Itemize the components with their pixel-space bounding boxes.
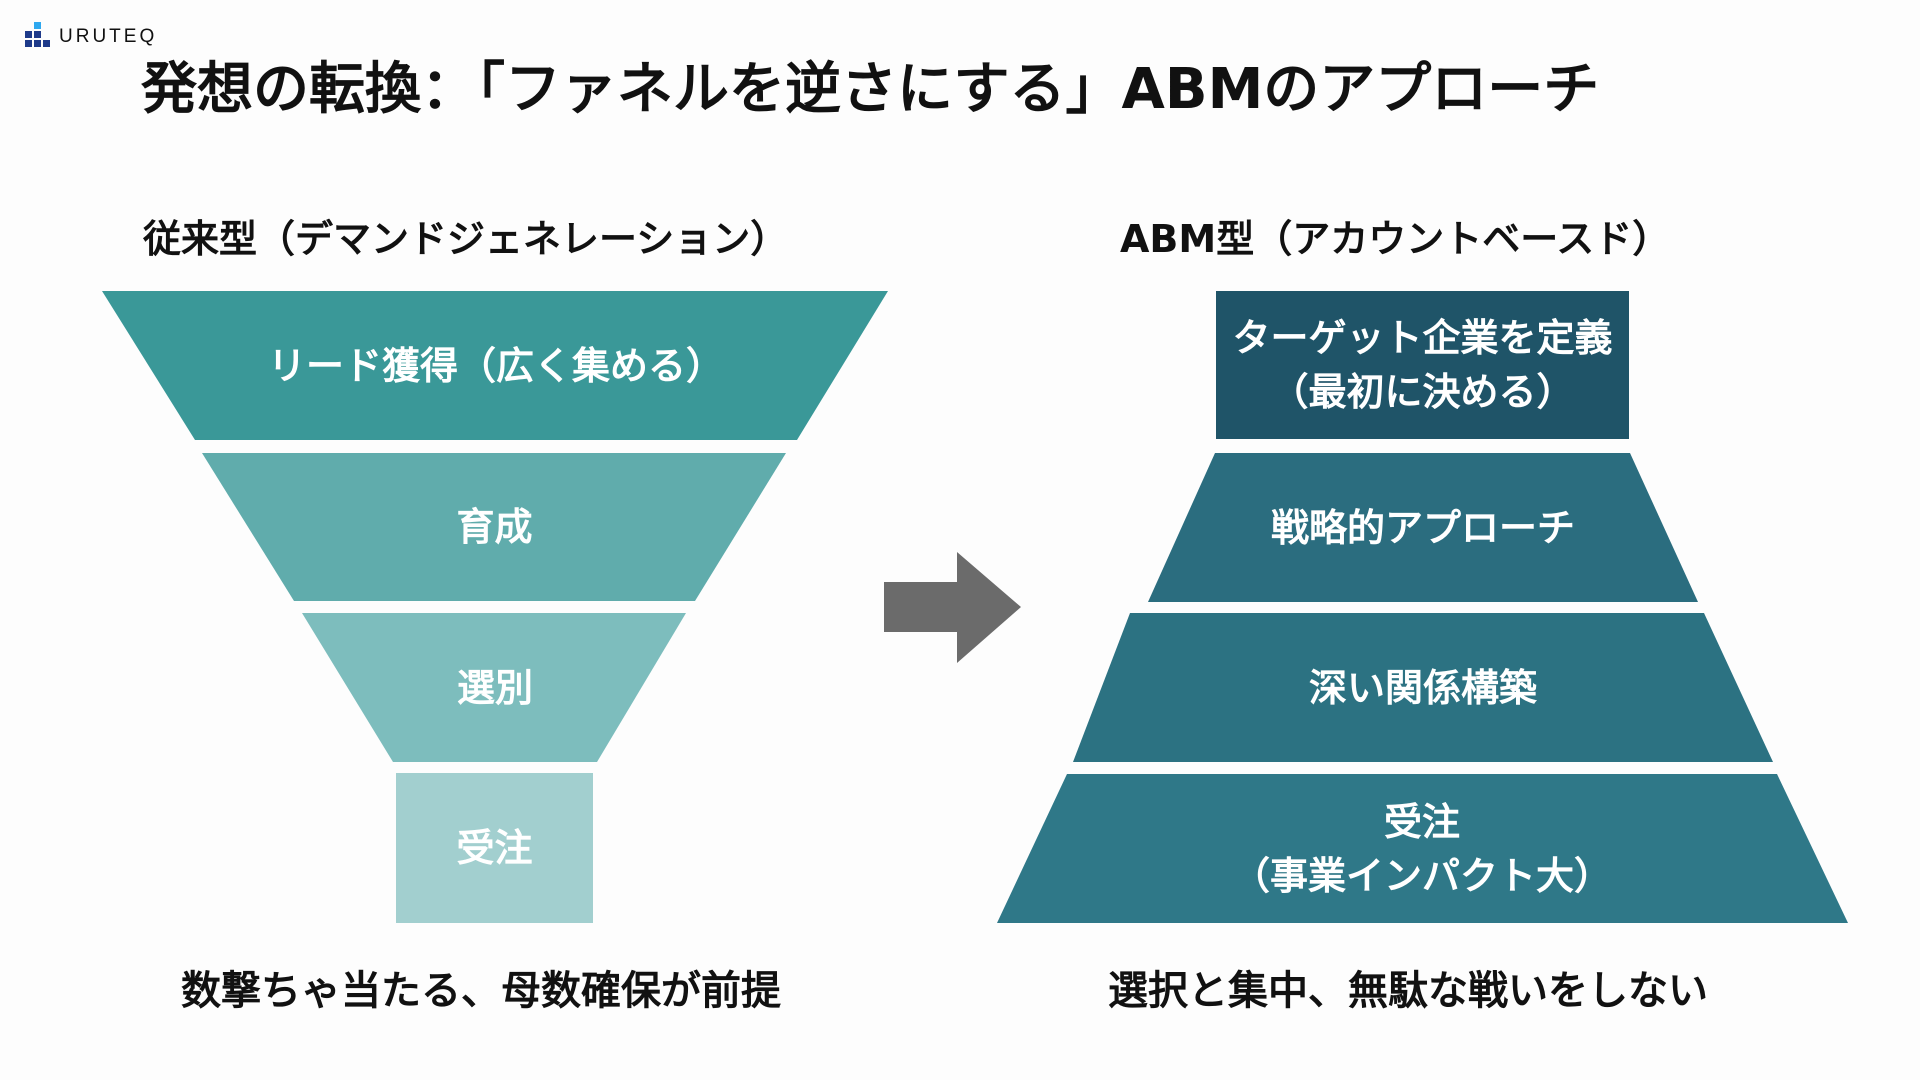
right-arrow-icon <box>884 552 1021 663</box>
stage-text: 育成 <box>456 505 533 549</box>
stage-subtext: （事業インパクト大） <box>1231 853 1612 898</box>
right-heading: ABM型（アカウントベースド） <box>1120 217 1671 261</box>
stage-text: ターゲット企業を定義 <box>1232 316 1613 360</box>
stage-subtext: （最初に決める） <box>1270 370 1575 414</box>
pyramid-label-order: 受注 （事業インパクト大） <box>1067 774 1777 923</box>
left-caption: 数撃ちゃ当たる、母数確保が前提 <box>181 968 781 1014</box>
pyramid-stage-strategic-approach <box>1148 453 1698 602</box>
brand-logo: URUTEQ <box>25 21 157 47</box>
stage-text: 受注 <box>456 826 533 870</box>
funnel-label-lead-acquisition: リード獲得（広く集める） <box>195 291 797 440</box>
pyramid-stage-relationship <box>1073 613 1773 762</box>
funnel-stage-lead-acquisition <box>102 291 888 440</box>
funnel-label-order: 受注 <box>396 773 593 923</box>
funnel-stage-nurturing <box>202 453 786 601</box>
stage-text: 選別 <box>456 665 533 710</box>
pyramid-stage-order <box>997 774 1848 923</box>
bar-blocks-logo-icon <box>25 22 50 47</box>
page-title: 発想の転換：「ファネルを逆さにする」ABMのアプローチ <box>141 57 1600 122</box>
stage-text: 戦略的アプローチ <box>1270 505 1575 550</box>
pyramid-stage-target-definition <box>1216 291 1629 439</box>
pyramid-label-strategic-approach: 戦略的アプローチ <box>1148 453 1698 602</box>
left-heading: 従来型（デマンドジェネレーション） <box>143 217 789 261</box>
right-caption: 選択と集中、無駄な戦いをしない <box>1108 968 1708 1014</box>
funnel-stage-order <box>396 773 593 923</box>
stage-text: 受注 <box>1383 799 1460 844</box>
funnel-stage-selection <box>302 613 686 762</box>
stage-text: リード獲得（広く集める） <box>267 343 724 388</box>
pyramid-label-relationship: 深い関係構築 <box>1073 613 1773 762</box>
funnel-label-nurturing: 育成 <box>294 453 695 601</box>
brand-name: URUTEQ <box>59 26 158 47</box>
stage-text: 深い関係構築 <box>1308 665 1537 710</box>
funnel-label-selection: 選別 <box>393 613 597 762</box>
pyramid-label-target-definition: ターゲット企業を定義 （最初に決める） <box>1216 291 1629 439</box>
